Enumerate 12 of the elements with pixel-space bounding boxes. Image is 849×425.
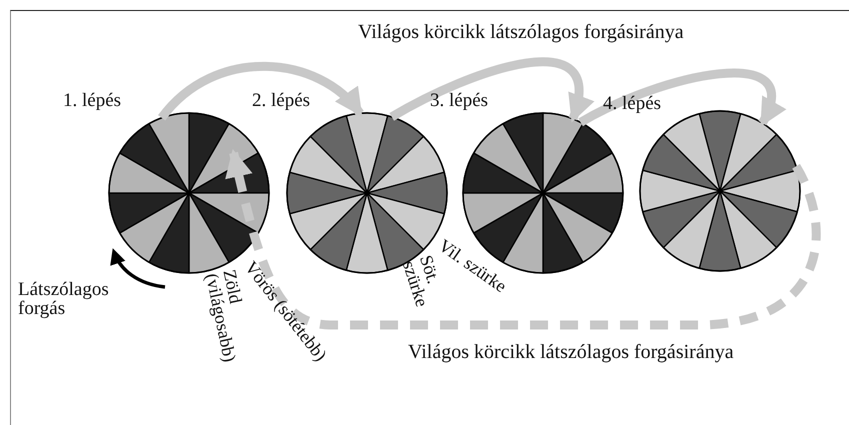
annotation-text: Világos körcikk látszólagos forgásiránya [358,22,684,42]
annotation-text: Látszólagos forgás [18,280,110,318]
step-heading: 1. lépés [63,90,122,112]
curved-arrow [390,57,593,123]
step-heading: 3. lépés [430,90,488,112]
sector-label: Söt. szürke [400,253,444,312]
step-heading: 2. lépés [252,90,310,112]
annotation-text: Világos körcikk látszólagos forgásiránya [408,342,734,362]
step-heading: 4. lépés [603,93,662,115]
dashed-arrow [225,148,820,330]
curved-arrow [578,68,785,127]
curved-arrow [158,62,364,121]
